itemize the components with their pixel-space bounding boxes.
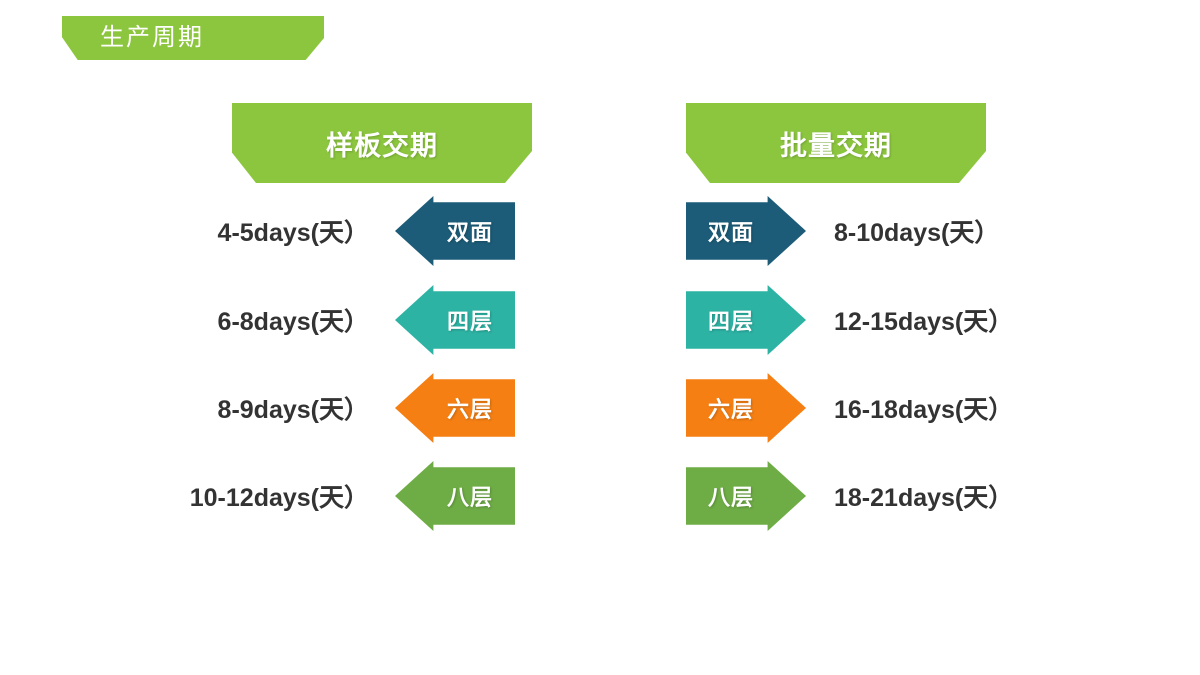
days-label-bulk-four-layer: 12-15days(天） (834, 308, 1014, 336)
page-title: 生产周期 (100, 24, 204, 51)
row-sample-double-sided: 4-5days(天） 双面 (150, 196, 515, 266)
arrow-right-double-sided: 双面 (686, 196, 806, 266)
arrow-label-bulk-four-layer: 四层 (708, 309, 755, 334)
column-header-bulk: 批量交期 (686, 103, 986, 183)
days-label-sample-four-layer: 6-8days(天） (217, 308, 369, 336)
arrow-label-four-layer: 四层 (446, 309, 493, 334)
arrow-left-four-layer: 四层 (395, 285, 515, 355)
arrow-right-eight-layer: 八层 (686, 461, 806, 531)
row-bulk-six-layer: 六层 16-18days(天） (686, 373, 1086, 443)
arrow-label-bulk-eight-layer: 八层 (708, 485, 755, 510)
row-bulk-eight-layer: 八层 18-21days(天） (686, 461, 1086, 531)
arrow-label-bulk-six-layer: 六层 (708, 397, 755, 422)
arrow-label-bulk-double-sided: 双面 (708, 220, 755, 245)
row-sample-four-layer: 6-8days(天） 四层 (150, 285, 515, 355)
row-bulk-double-sided: 双面 8-10days(天） (686, 196, 1086, 266)
arrow-left-double-sided: 双面 (395, 196, 515, 266)
arrow-left-six-layer: 六层 (395, 373, 515, 443)
days-label-bulk-six-layer: 16-18days(天） (834, 396, 1014, 424)
days-label-bulk-eight-layer: 18-21days(天） (834, 484, 1014, 512)
arrow-label-double-sided: 双面 (446, 220, 493, 245)
slide-title-banner: 生产周期 (62, 16, 324, 60)
row-sample-six-layer: 8-9days(天） 六层 (150, 373, 515, 443)
column-header-bulk-label: 批量交期 (780, 123, 892, 163)
arrow-label-eight-layer: 八层 (446, 485, 493, 510)
row-bulk-four-layer: 四层 12-15days(天） (686, 285, 1086, 355)
arrow-label-six-layer: 六层 (446, 397, 493, 422)
days-label-sample-double-sided: 4-5days(天） (217, 219, 369, 247)
column-header-sample-label: 样板交期 (326, 123, 438, 163)
arrow-right-six-layer: 六层 (686, 373, 806, 443)
column-header-sample: 样板交期 (232, 103, 532, 183)
days-label-bulk-double-sided: 8-10days(天） (834, 219, 1000, 247)
days-label-sample-eight-layer: 10-12days(天） (189, 484, 369, 512)
arrow-right-four-layer: 四层 (686, 285, 806, 355)
row-sample-eight-layer: 10-12days(天） 八层 (150, 461, 515, 531)
arrow-left-eight-layer: 八层 (395, 461, 515, 531)
days-label-sample-six-layer: 8-9days(天） (217, 396, 369, 424)
